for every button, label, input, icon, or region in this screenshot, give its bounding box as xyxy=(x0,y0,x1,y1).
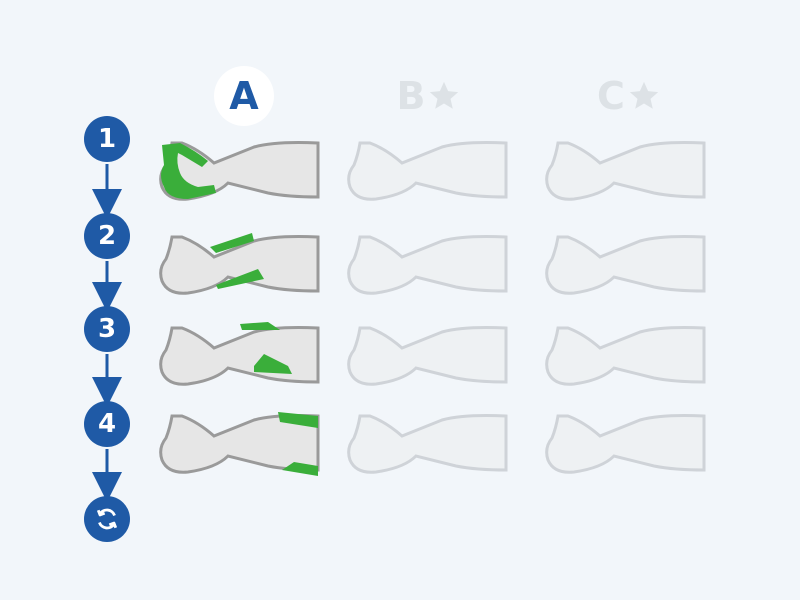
column-b-legs xyxy=(347,141,508,474)
leg-a-step-4 xyxy=(159,412,320,476)
leg-b-step-4 xyxy=(347,414,508,474)
step-1-circle: 1 xyxy=(84,116,130,162)
step-label: 2 xyxy=(97,221,117,251)
thigh-lower-zone xyxy=(282,462,318,476)
star-icon xyxy=(629,81,659,109)
star-icon xyxy=(430,81,459,109)
column-header-b: B xyxy=(384,66,474,126)
foot-zone xyxy=(161,143,216,199)
repeat-cycle-circle xyxy=(84,496,130,542)
leg-a-step-3 xyxy=(159,322,320,386)
step-4-circle: 4 xyxy=(84,401,130,447)
leg-b-step-1 xyxy=(347,141,508,201)
leg-c-step-2 xyxy=(545,235,706,295)
column-label: C xyxy=(597,74,625,118)
leg-a-step-2 xyxy=(159,233,320,295)
leg-b-step-3 xyxy=(347,326,508,386)
step-label: 1 xyxy=(97,124,117,154)
step-label: 4 xyxy=(97,409,117,439)
step-label: 3 xyxy=(97,314,117,344)
repeat-cycle-icon xyxy=(96,508,118,530)
column-header-a: A xyxy=(214,66,274,126)
column-label: B xyxy=(396,74,426,118)
leg-c-step-4 xyxy=(545,414,706,474)
leg-c-step-1 xyxy=(545,141,706,201)
thigh-zone xyxy=(278,412,318,428)
step-3-circle: 3 xyxy=(84,306,130,352)
knee-zone xyxy=(240,322,280,330)
knee-lower-zone xyxy=(254,354,292,374)
calf-lower-zone xyxy=(216,269,264,289)
leg-a-step-1 xyxy=(159,141,320,201)
leg-c-step-3 xyxy=(545,326,706,386)
column-c-legs xyxy=(545,141,706,474)
leg-b-step-2 xyxy=(347,235,508,295)
column-label: A xyxy=(229,74,259,118)
step-2-circle: 2 xyxy=(84,213,130,259)
column-header-c: C xyxy=(584,66,674,126)
calf-zone xyxy=(210,233,254,253)
